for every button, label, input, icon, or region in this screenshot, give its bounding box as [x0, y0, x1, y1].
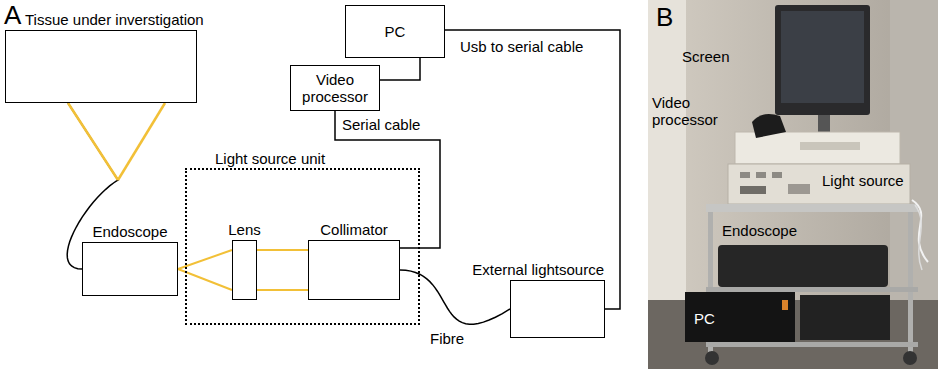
cable-line — [380, 58, 420, 80]
tissue-box: Tissue under inverstigation — [5, 30, 197, 103]
pc-case — [685, 292, 795, 342]
unit-button — [772, 172, 782, 178]
panel-letter: B — [656, 2, 673, 32]
monitor-stand — [818, 112, 830, 134]
photo-label: Screen — [682, 48, 730, 65]
cable-label: Fibre — [428, 330, 466, 347]
photo-label: Light source — [822, 172, 904, 189]
box-label: PC — [385, 23, 406, 40]
cart-shelf — [706, 287, 918, 292]
light-source-unit — [728, 164, 910, 204]
box-heading: Collimator — [320, 221, 388, 238]
box-heading: Lens — [228, 221, 261, 238]
photo-door — [648, 0, 686, 300]
cart-wheel — [903, 351, 917, 365]
photo-cable — [915, 205, 922, 270]
panel-letter: A — [4, 0, 21, 30]
pc-box: PC — [345, 5, 445, 58]
light-beam — [118, 103, 165, 180]
light-beam — [68, 103, 118, 180]
pc-sticker — [782, 300, 788, 310]
processor-box: Video processor — [290, 65, 380, 111]
box-heading: Endoscope — [92, 223, 167, 240]
cart-wheel — [705, 351, 719, 365]
unit-button — [788, 184, 810, 194]
cable-line — [445, 30, 620, 309]
lens-box: Lens — [232, 240, 257, 300]
photo-cable — [912, 200, 928, 262]
cable-label: Usb to serial cable — [458, 38, 585, 55]
photo-label: Endoscope — [722, 222, 797, 239]
cable-line — [400, 270, 510, 324]
light-path — [257, 249, 308, 251]
cart-shelf — [706, 342, 918, 347]
collimator-box: Collimator — [308, 240, 400, 300]
endoscope-connector — [752, 114, 786, 138]
box-heading: Tissue under inverstigation — [25, 11, 204, 28]
box-heading: Light source unit — [215, 150, 325, 167]
photo-wall — [648, 0, 938, 369]
unit-panel — [800, 142, 860, 150]
photo-box — [800, 295, 890, 340]
box-label: Video processor — [296, 71, 374, 105]
unit-socket — [740, 186, 766, 194]
cart-shelf — [706, 204, 918, 212]
unit-region: LensCollimatorLight source unit — [185, 168, 420, 325]
cable-label: Serial cable — [340, 116, 422, 133]
unit-button — [756, 172, 766, 178]
box-heading: External lightsource — [472, 261, 604, 278]
photo-label: Video processor — [652, 94, 730, 128]
unit-button — [740, 172, 750, 178]
endoscope-box: Endoscope — [82, 242, 178, 296]
photo-label: PC — [694, 310, 715, 327]
light-beam — [257, 289, 308, 291]
lightsource-box: External lightsource — [510, 280, 605, 338]
cable-line — [67, 103, 118, 269]
cart-post — [908, 212, 913, 352]
endoscope-case — [718, 245, 888, 287]
monitor-screen — [781, 11, 864, 103]
monitor-frame — [775, 5, 870, 115]
